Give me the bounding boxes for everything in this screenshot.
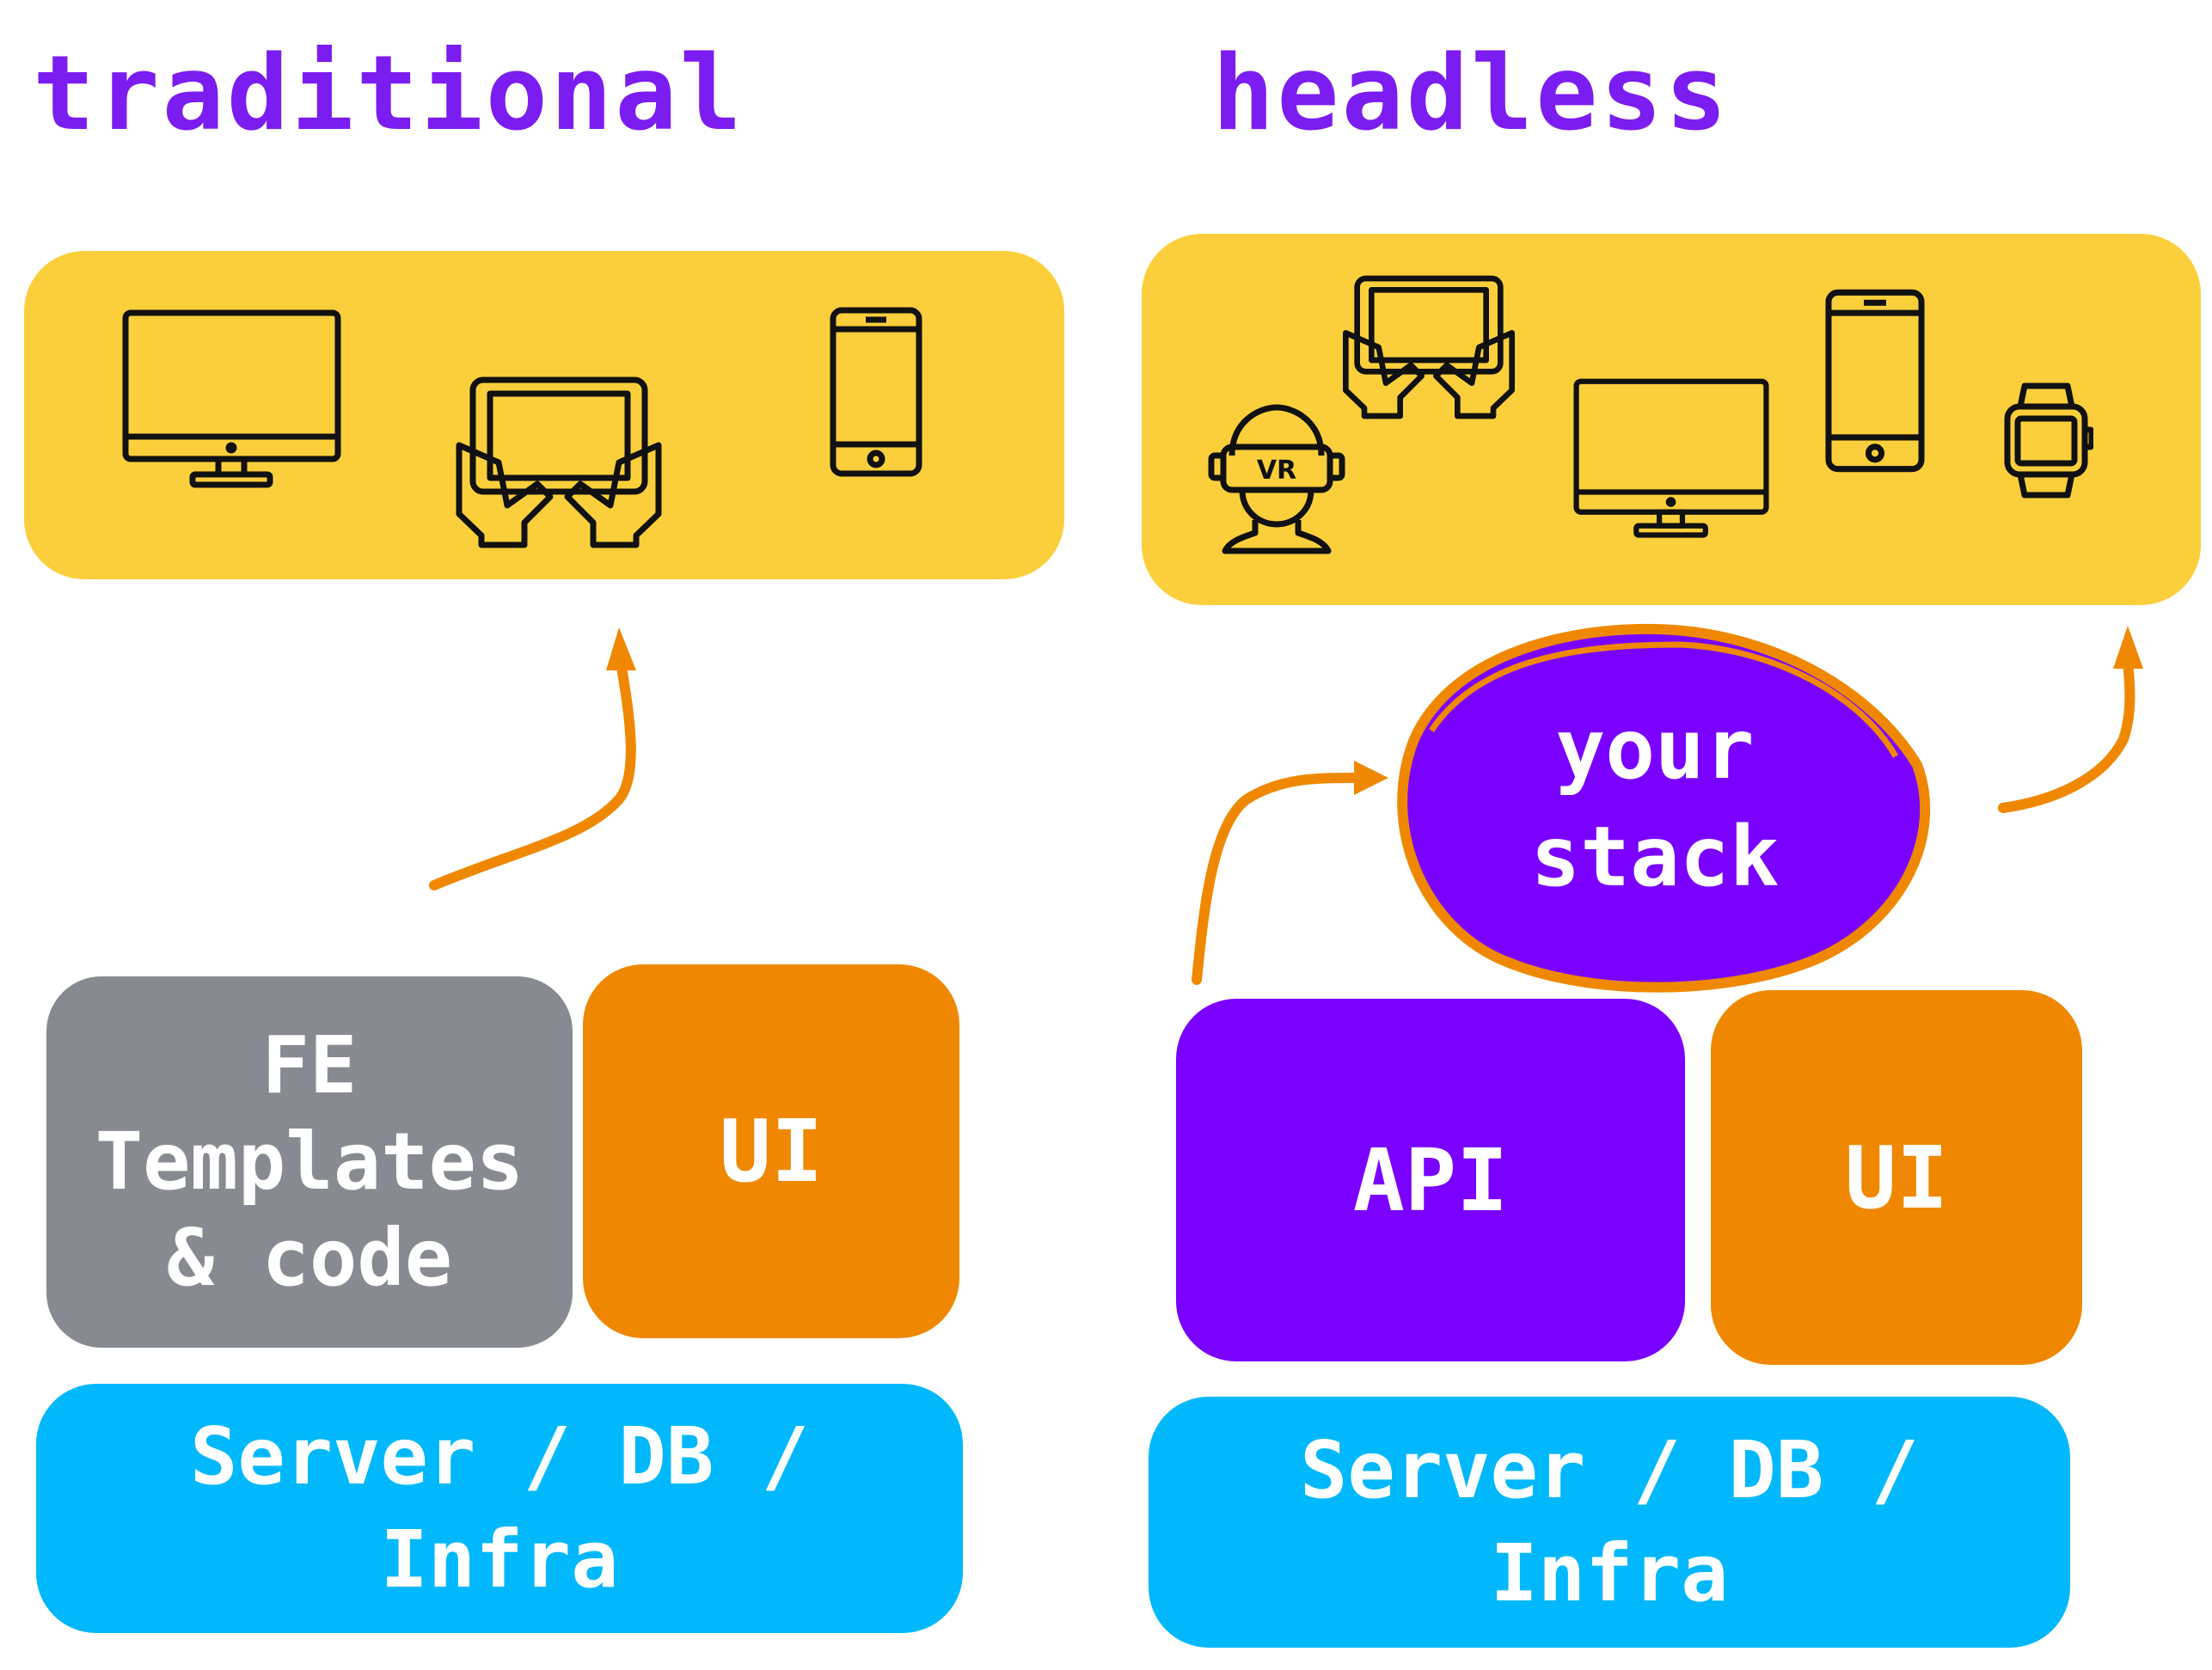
fe-templates-label: FE Templates & code: [95, 1019, 524, 1304]
traditional-server-box: Server / DB / Infra: [36, 1384, 963, 1633]
headless-server-label: Server / DB / Infra: [1299, 1424, 1920, 1619]
vr-label: VR: [1257, 456, 1296, 486]
headless-ui-label: UI: [1844, 1127, 1949, 1228]
traditional-ui-box: UI: [583, 964, 959, 1338]
arrow-stack-to-devices: [1998, 657, 2135, 813]
smartwatch-icon: [1999, 382, 2093, 499]
traditional-server-label: Server / DB / Infra: [189, 1410, 810, 1606]
smartphone-icon: [1824, 289, 1926, 473]
desktop-monitor-icon: [122, 309, 341, 490]
api-box: API: [1176, 999, 1685, 1361]
headless-server-box: Server / DB / Infra: [1149, 1397, 2070, 1648]
arrow-head-traditional: [606, 627, 636, 670]
title-headless: headless: [1212, 34, 1730, 154]
tablet-in-hands-icon: [456, 376, 662, 548]
arrow-head-right: [2113, 626, 2143, 669]
arrow-traditional-to-devices: [429, 657, 636, 890]
vr-headset-icon: VR: [1208, 404, 1345, 554]
arrow-head-stack: [1354, 761, 1388, 795]
api-label: API: [1352, 1129, 1509, 1231]
arrow-api-to-stack: [1192, 773, 1363, 985]
title-traditional: traditional: [33, 34, 744, 154]
desktop-monitor-icon: [1573, 378, 1769, 540]
your-stack-label: your stack: [1530, 701, 1780, 905]
your-stack-blob: [1397, 623, 1931, 993]
traditional-devices-tray: [24, 251, 1064, 579]
fe-templates-box: FE Templates & code: [41, 971, 578, 1353]
your-stack-text-area: your stack: [1461, 688, 1848, 920]
headless-ui-box: UI: [1711, 990, 2082, 1365]
tablet-in-hands-icon: [1343, 275, 1515, 419]
smartphone-icon: [830, 307, 922, 477]
traditional-ui-label: UI: [719, 1101, 824, 1202]
